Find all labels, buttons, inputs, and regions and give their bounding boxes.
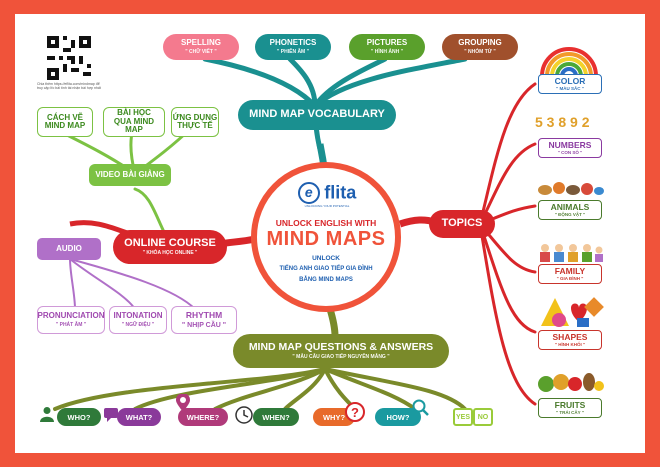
topic-label: ANIMALS — [550, 202, 590, 212]
vocab-title[interactable]: MIND MAP VOCABULARY — [238, 100, 396, 130]
qa-sub: " MẪU CÂU GIAO TIẾP NGUYÊN MẪNG " — [292, 353, 390, 360]
center-line2: TIẾNG ANH GIAO TIẾP GIA ĐÌNH — [279, 266, 373, 272]
video-item-line: ỨNG DỤNG — [172, 112, 218, 122]
audio-pronunciation[interactable]: PRONUNCIATION " PHÁT ÂM " — [37, 306, 105, 334]
vocab-sub: " NHÓM TỪ " — [464, 48, 496, 55]
topic-color[interactable]: COLOR " MÀU SẮC " — [538, 74, 602, 94]
online-course-node[interactable]: ONLINE COURSE " KHÓA HỌC ONLINE " — [113, 230, 227, 264]
vocab-label: SPELLING — [180, 38, 221, 48]
person-icon — [39, 406, 55, 422]
video-item-line: THỰC TẾ — [177, 121, 213, 130]
qa-yes[interactable]: YES — [453, 408, 473, 426]
animals-icon — [537, 178, 605, 198]
rainbow-icon — [538, 46, 600, 77]
vocab-pictures[interactable]: PICTURES " HÌNH ẢNH " — [349, 34, 425, 60]
topic-shapes[interactable]: SHAPES " HÌNH KHỐI " — [538, 330, 602, 350]
topic-label: SHAPES — [552, 332, 588, 342]
headline: UNLOCK ENGLISH WITH — [275, 218, 377, 228]
shapes-icon — [537, 294, 605, 328]
vocab-label: PHONETICS — [269, 38, 317, 48]
topic-label: NUMBERS — [548, 140, 592, 150]
center-circle: e flita UNLOCKING YOUR POTENTIAL UNLOCK … — [251, 162, 401, 312]
qa-when[interactable]: WHEN? — [253, 408, 299, 426]
audio-label: PRONUNCIATION — [37, 311, 105, 321]
vocab-phonetics[interactable]: PHONETICS " PHIÊN ÂM " — [255, 34, 331, 60]
topic-sub: " GIA ĐÌNH " — [556, 275, 584, 281]
qa-who[interactable]: WHO? — [57, 408, 101, 426]
course-title: ONLINE COURSE — [124, 236, 216, 249]
audio-sub: " PHÁT ÂM " — [55, 321, 87, 328]
qa-how[interactable]: HOW? — [375, 408, 421, 426]
qr-caption: Chia thêm https://eflita.com/mindmap để … — [37, 82, 101, 91]
audio-sub: " NHỊP CẦU " — [181, 321, 227, 329]
topic-family[interactable]: FAMILY " GIA ĐÌNH " — [538, 264, 602, 284]
audio-intonation[interactable]: INTONATION " NGỮ ĐIỆU " — [109, 306, 167, 334]
vocab-label: PICTURES — [366, 38, 408, 48]
topic-label: FRUITS — [554, 400, 586, 410]
qa-what[interactable]: WHAT? — [117, 408, 161, 426]
audio-rhythm[interactable]: RHYTHM " NHỊP CẦU " — [171, 306, 237, 334]
video-item-lesson[interactable]: BÀI HỌC QUA MIND MAP — [103, 107, 165, 137]
video-node[interactable]: VIDEO BÀI GIẢNG — [89, 164, 171, 186]
family-icon — [537, 242, 605, 262]
mind-map-poster: Chia thêm https://eflita.com/mindmap để … — [15, 14, 645, 453]
course-sub: " KHÓA HỌC ONLINE " — [142, 250, 198, 257]
vocab-grouping[interactable]: GROUPING " NHÓM TỪ " — [442, 34, 518, 60]
qa-title-node[interactable]: MIND MAP QUESTIONS & ANSWERS " MẪU CÂU G… — [233, 334, 449, 368]
video-item-line: BÀI HỌC — [117, 108, 151, 118]
topic-numbers[interactable]: NUMBERS " CON SỐ " — [538, 138, 602, 158]
brand-tagline: UNLOCKING YOUR POTENTIAL — [304, 204, 350, 208]
topic-sub: " TRÁI CÂY " — [556, 409, 584, 415]
magnifier-icon — [411, 398, 429, 416]
video-item-line: MIND MAP — [44, 121, 86, 130]
chat-icon — [103, 406, 119, 422]
topic-label: COLOR — [554, 76, 586, 86]
brand-logo: e flita UNLOCKING YOUR POTENTIAL — [287, 182, 367, 208]
brand-name: flita — [324, 182, 357, 203]
video-item-draw[interactable]: CÁCH VẼ MIND MAP — [37, 107, 93, 137]
location-pin-icon — [175, 394, 191, 412]
center-line3: BẰNG MIND MAPS — [299, 277, 353, 283]
audio-node[interactable]: AUDIO — [37, 238, 101, 260]
headline-big: MIND MAPS — [266, 228, 386, 250]
audio-sub: " NGỮ ĐIỆU " — [121, 321, 155, 328]
topic-animals[interactable]: ANIMALS " ĐỘNG VẬT " — [538, 200, 602, 220]
logo-e-icon: e — [297, 182, 320, 204]
audio-label: INTONATION — [113, 311, 163, 321]
vocab-label: GROUPING — [458, 38, 502, 48]
topic-sub: " HÌNH KHỐI " — [554, 341, 586, 347]
qr-code[interactable] — [47, 36, 91, 80]
vocab-spelling[interactable]: SPELLING " CHỮ VIẾT " — [163, 34, 239, 60]
video-item-line: QUA MIND MAP — [113, 116, 155, 135]
vocab-sub: " HÌNH ẢNH " — [371, 48, 403, 55]
vocab-sub: " PHIÊN ÂM " — [277, 48, 309, 55]
qa-why[interactable]: WHY? — [313, 408, 355, 426]
topic-sub: " CON SỐ " — [557, 149, 583, 155]
vocab-sub: " CHỮ VIẾT " — [185, 48, 217, 55]
topics-node[interactable]: TOPICS — [429, 210, 495, 238]
topic-label: FAMILY — [554, 266, 586, 276]
question-mark-icon: ? — [345, 402, 365, 422]
video-item-apply[interactable]: ỨNG DỤNG THỰC TẾ — [171, 107, 219, 137]
qa-no[interactable]: NO — [473, 408, 493, 426]
topic-fruits[interactable]: FRUITS " TRÁI CÂY " — [538, 398, 602, 418]
audio-label: RHYTHM — [185, 309, 223, 320]
topic-sub: " ĐỘNG VẬT " — [554, 211, 586, 217]
qa-title: MIND MAP QUESTIONS & ANSWERS — [248, 340, 434, 353]
qa-where[interactable]: WHERE? — [178, 408, 228, 426]
why-mark: ? — [351, 404, 359, 420]
numbers-art: 5 3 8 9 2 — [535, 114, 590, 130]
center-line1: UNLOCK — [312, 255, 340, 262]
video-item-line: CÁCH VẼ — [46, 112, 83, 122]
topic-sub: " MÀU SẮC " — [556, 85, 584, 91]
clock-icon — [235, 406, 253, 424]
fruits-icon — [537, 368, 605, 394]
